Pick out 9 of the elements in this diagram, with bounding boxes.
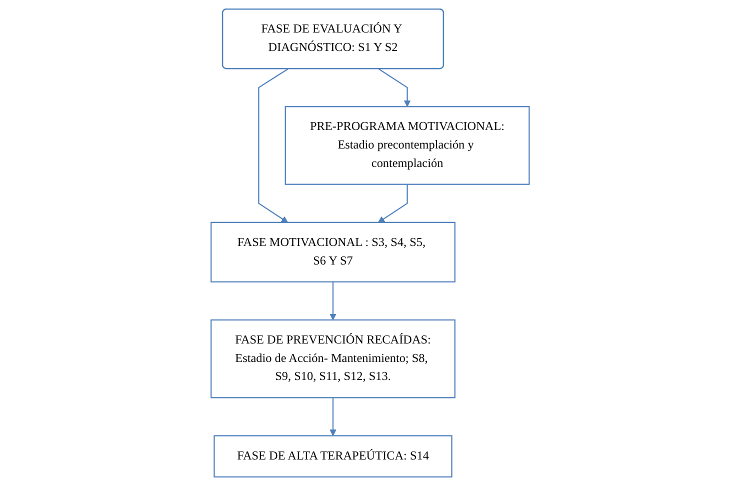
node-box: FASE MOTIVACIONAL : S3, S4, S5, S6 Y S7: [210, 222, 456, 282]
arrow: [330, 282, 337, 320]
arrow: [258, 68, 289, 223]
arrow: [378, 184, 408, 223]
arrow: [330, 398, 337, 436]
node-box: FASE DE PREVENCIÓN RECAÍDAS: Estadio de Acción- Mantenimiento; S8, S9, S10, S11, S12, S13.: [210, 319, 456, 398]
node-box: FASE DE ALTA TERAPEÚTICA: S14: [214, 435, 453, 478]
node-box: PRE-PROGRAMA MOTIVACIONAL: Estadio precontemplación y contemplación: [285, 106, 530, 185]
arrow: [378, 68, 411, 107]
